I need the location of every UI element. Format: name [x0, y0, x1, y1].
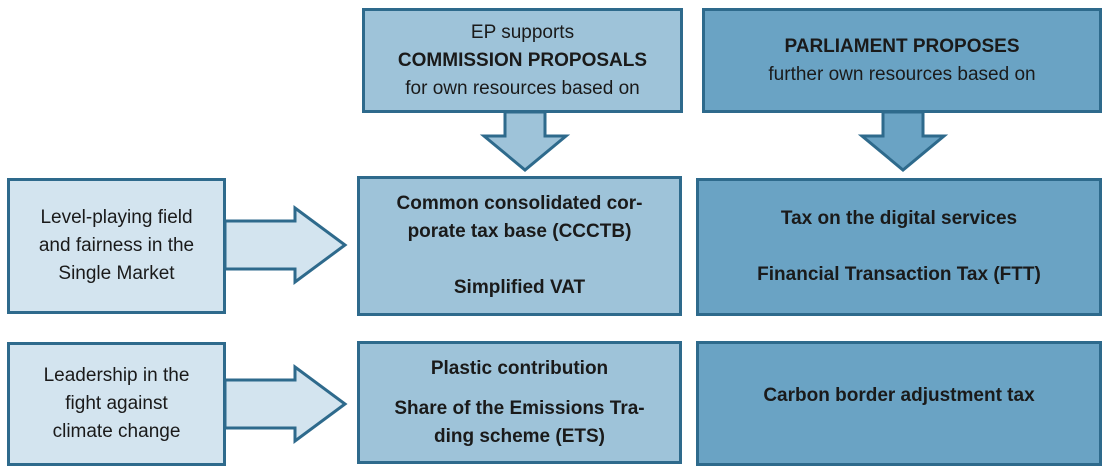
parliament-proposes-box: PARLIAMENT PROPOSES further own resource… — [702, 8, 1102, 113]
carbon-border-box: Carbon border adjustment tax — [696, 341, 1102, 466]
single-market-right-arrow — [223, 205, 348, 285]
parliament-subtext: further own resources based on — [768, 64, 1036, 85]
climate-line: Leadership in the — [43, 365, 190, 386]
single-market-line: Level-playing field — [40, 207, 193, 228]
commission-down-arrow — [479, 110, 571, 172]
parliament-heading: PARLIAMENT PROPOSES — [784, 36, 1020, 57]
plastic-contribution-text: Plastic contribution — [430, 357, 609, 379]
ets-line: Share of the Emissions Tra- — [394, 397, 645, 419]
climate-right-arrow — [223, 364, 348, 444]
digital-ftt-box: Tax on the digital services Financial Tr… — [696, 178, 1102, 316]
commission-heading: COMMISSION PROPOSALS — [397, 49, 648, 71]
single-market-box: Level-playing field and fairness in the … — [7, 178, 226, 314]
ftt-text: Financial Transaction Tax (FTT) — [757, 264, 1041, 285]
single-market-line: Single Market — [58, 263, 175, 284]
commission-intro-text: EP supports — [470, 21, 575, 43]
plastic-ets-box: Plastic contribution Share of the Emissi… — [357, 341, 682, 464]
ccctb-line: porate tax base (CCCTB) — [407, 221, 632, 242]
commission-proposals-box: EP supports COMMISSION PROPOSALS for own… — [362, 8, 683, 113]
carbon-border-text: Carbon border adjustment tax — [763, 385, 1035, 406]
digital-tax-text: Tax on the digital services — [780, 208, 1018, 229]
parliament-down-arrow — [857, 110, 949, 172]
simplified-vat-text: Simplified VAT — [453, 277, 586, 298]
climate-line: climate change — [52, 421, 181, 442]
commission-subtext: for own resources based on — [405, 77, 640, 99]
climate-line: fight against — [65, 393, 168, 414]
ccctb-line: Common consolidated cor- — [396, 193, 643, 214]
ets-line: ding scheme (ETS) — [433, 425, 606, 447]
single-market-line: and fairness in the — [38, 235, 195, 256]
ccctb-vat-box: Common consolidated cor- porate tax base… — [357, 176, 682, 316]
climate-box: Leadership in the fight against climate … — [7, 342, 226, 466]
